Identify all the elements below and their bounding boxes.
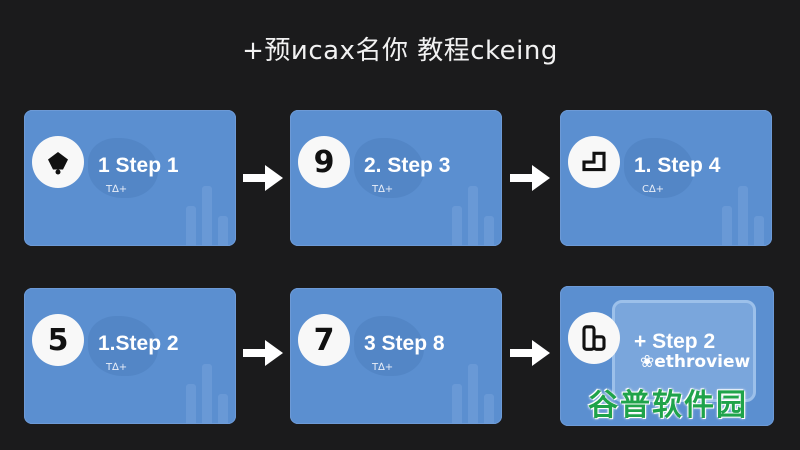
arrow-right-icon — [510, 340, 550, 366]
step-sublabel: T∆+ — [106, 362, 128, 373]
arrow-right-icon — [243, 165, 283, 191]
step-sublabel: ❀ethroview — [640, 352, 751, 372]
page-title: +预исах名你 教程ckeing — [242, 36, 558, 66]
arrow-right-icon — [243, 340, 283, 366]
step-label: 2. Step 3 — [364, 154, 451, 177]
card-decoration — [88, 316, 158, 376]
step-label: 1. Step 4 — [634, 154, 721, 177]
step-card-1: 1 Step 1 T∆+ — [24, 110, 236, 246]
step-card-2: 9 2. Step 3 T∆+ — [290, 110, 502, 246]
step-label: 3 Step 8 — [364, 332, 445, 355]
card-decoration — [354, 316, 424, 376]
step-card-5: 7 3 Step 8 T∆+ — [290, 288, 502, 424]
step-number-badge: 9 — [298, 136, 350, 188]
step-label: + Step 2 — [634, 330, 716, 353]
step-sublabel: C∆+ — [642, 184, 665, 195]
card-decoration-bars — [452, 364, 494, 424]
card-decoration-bars — [186, 364, 228, 424]
step-sublabel: T∆+ — [372, 184, 394, 195]
step-shape-icon — [568, 136, 620, 188]
bell-icon — [32, 136, 84, 188]
card-decoration — [624, 138, 694, 198]
site-watermark: 谷普软件园 — [588, 388, 748, 423]
card-decoration-bars — [186, 186, 228, 246]
step-card-4: 5 1.Step 2 T∆+ — [24, 288, 236, 424]
card-decoration-bars — [452, 186, 494, 246]
step-number-badge: 7 — [298, 314, 350, 366]
step-card-6: + Step 2 ❀ethroview — [560, 286, 774, 426]
card-decoration — [354, 138, 424, 198]
arrow-right-icon — [510, 165, 550, 191]
monitor-decoration — [612, 300, 756, 402]
card-decoration — [88, 138, 158, 198]
step-number-badge: 5 — [32, 314, 84, 366]
step-label: 1 Step 1 — [98, 154, 179, 177]
card-decoration-bars — [722, 186, 764, 246]
document-icon — [568, 312, 620, 364]
step-label: 1.Step 2 — [98, 332, 179, 355]
step-card-3: 1. Step 4 C∆+ — [560, 110, 772, 246]
step-sublabel: T∆+ — [372, 362, 394, 373]
step-sublabel: T∆+ — [106, 184, 128, 195]
